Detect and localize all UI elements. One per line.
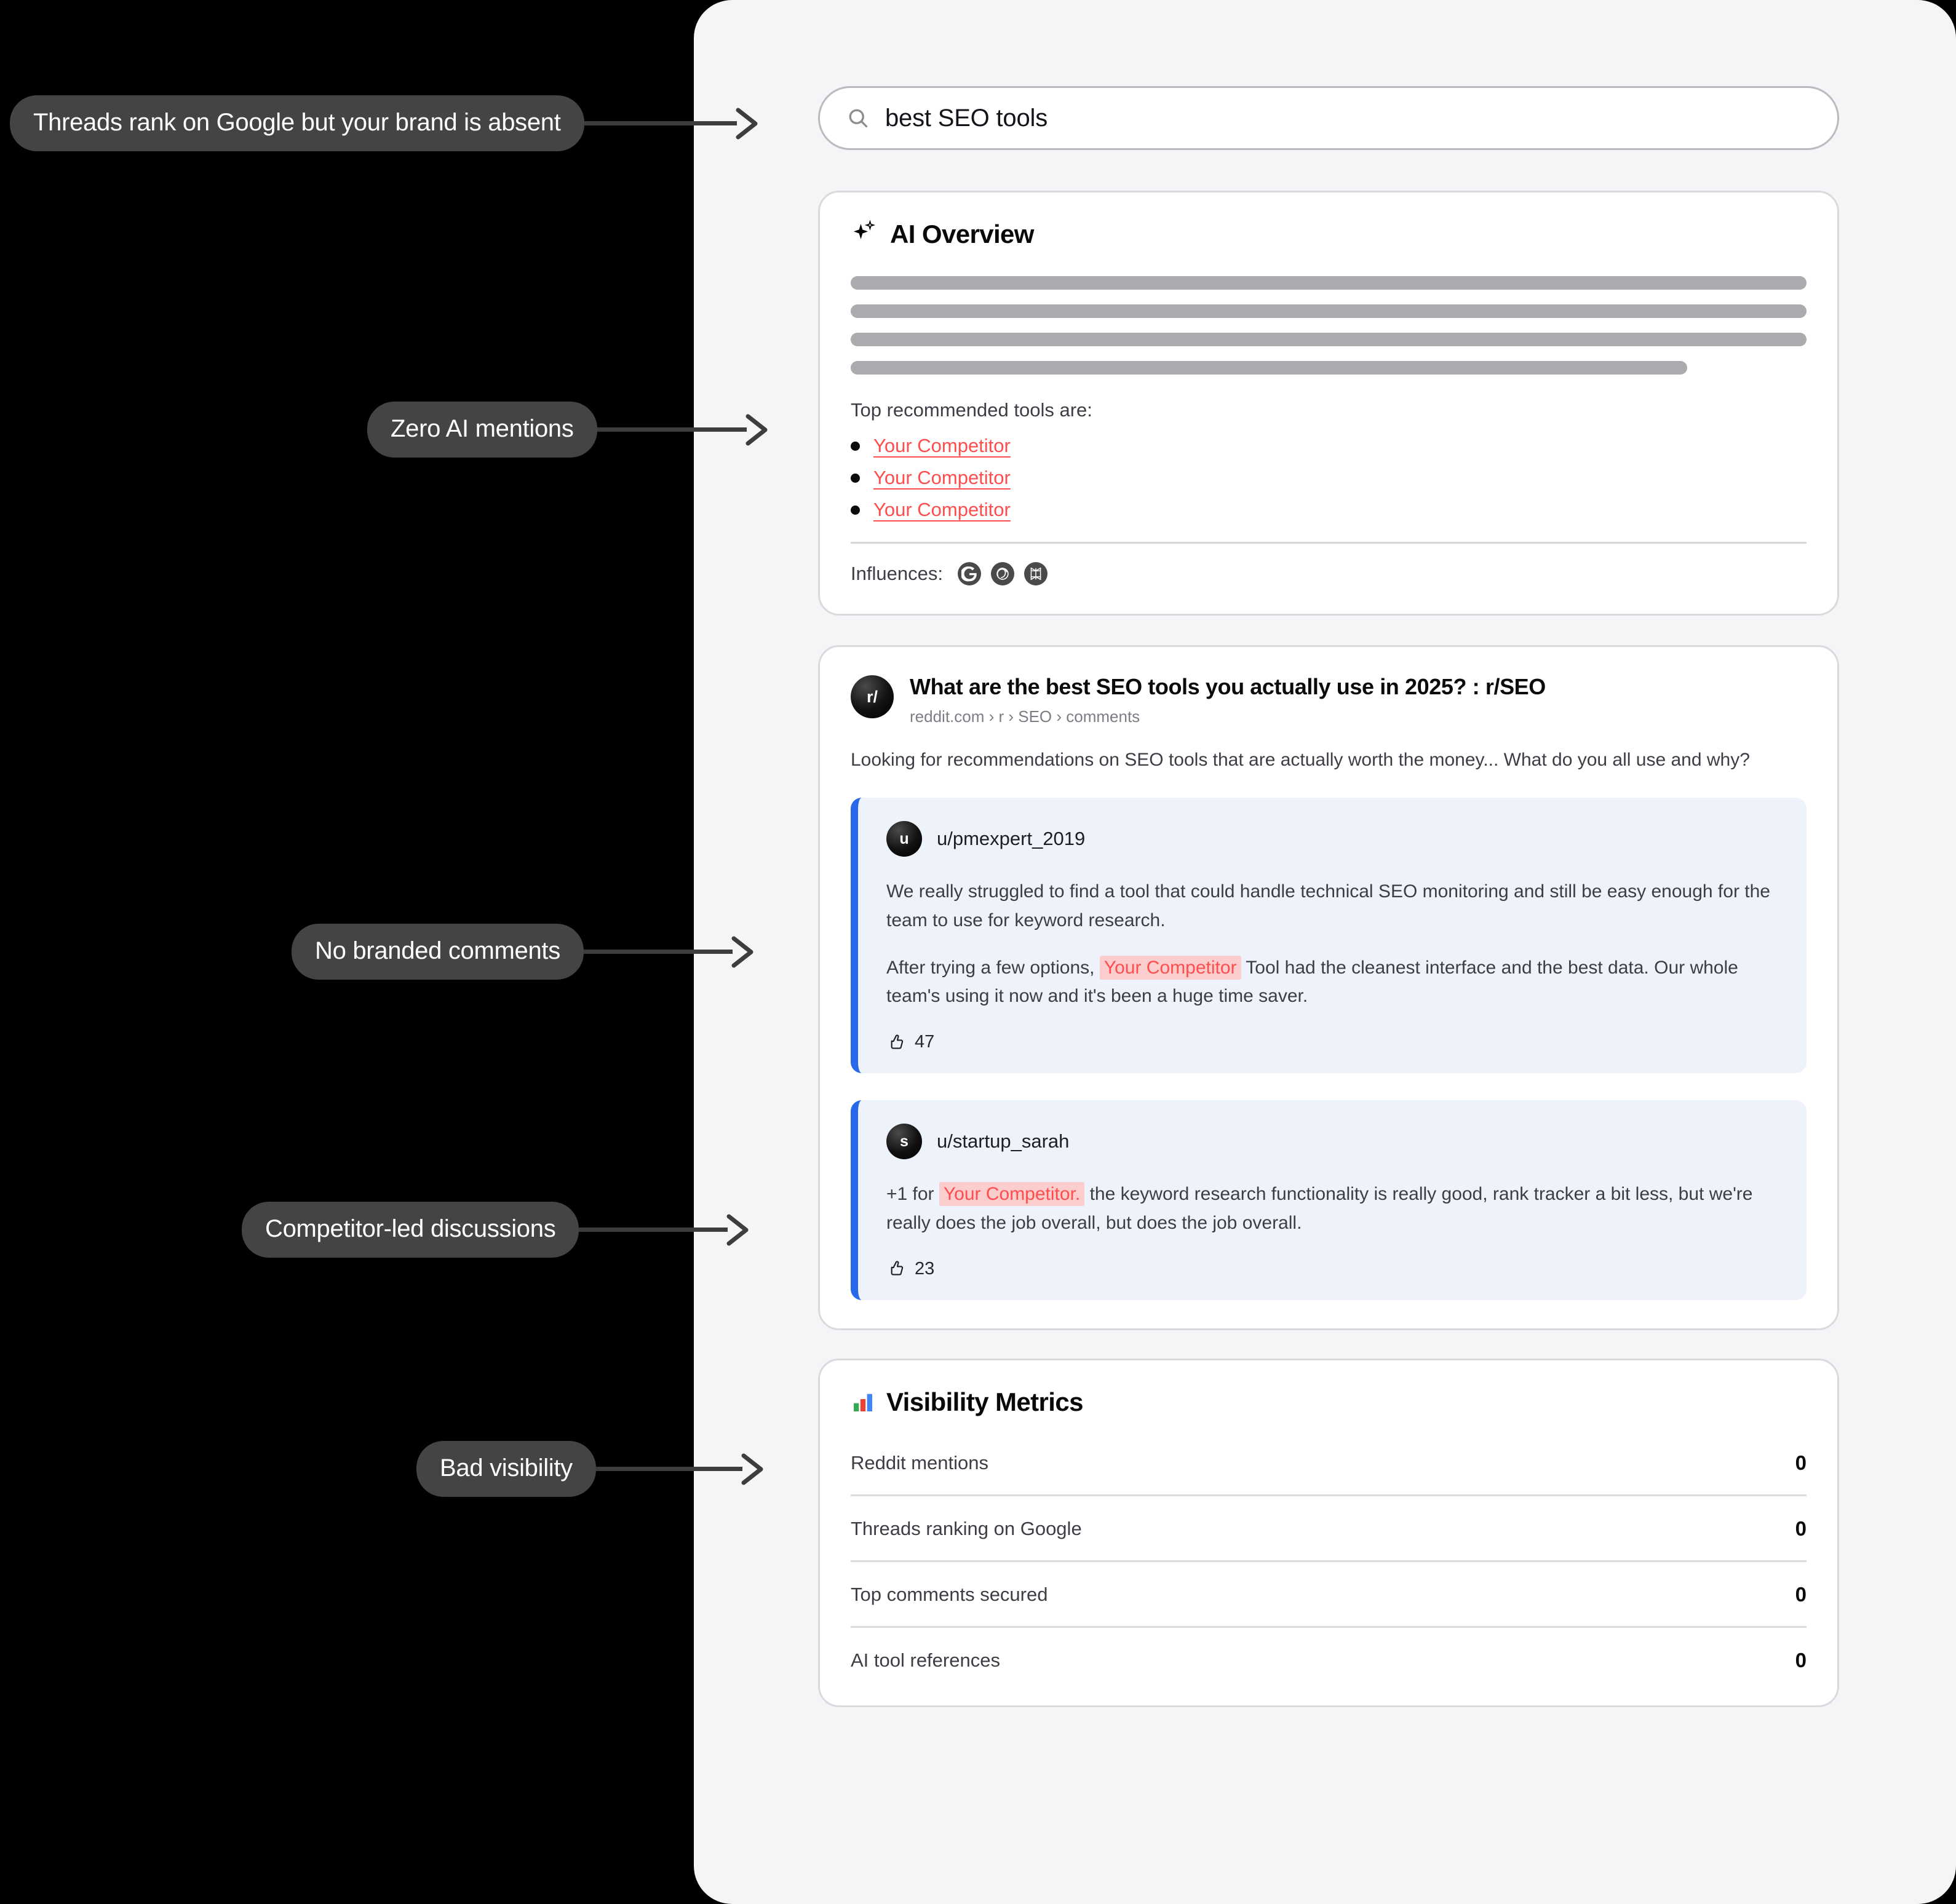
influences-label: Influences: xyxy=(851,563,943,584)
annotation-zero-ai-mentions: Zero AI mentions xyxy=(367,402,771,458)
comment-text-before: +1 for xyxy=(886,1184,939,1205)
comment-paragraph: +1 for Your Competitor. the keyword rese… xyxy=(886,1180,1778,1238)
arrow-head-icon xyxy=(740,1452,767,1486)
bar-chart-icon xyxy=(851,1390,875,1414)
skeleton-line xyxy=(851,276,1807,290)
leader-line xyxy=(579,1228,728,1232)
comment-text-after: the keyword research functionality is re… xyxy=(886,1184,1753,1233)
ai-overview-skeleton xyxy=(851,276,1807,375)
influences-row: Influences: xyxy=(851,562,1807,585)
reddit-header: r/ What are the best SEO tools you actua… xyxy=(851,674,1807,726)
reddit-result-card[interactable]: r/ What are the best SEO tools you actua… xyxy=(818,645,1839,1330)
metric-row: AI tool references 0 xyxy=(851,1628,1807,1677)
list-item: Your Competitor xyxy=(851,435,1807,457)
avatar: u xyxy=(886,821,922,857)
arrow-head-icon xyxy=(734,106,761,141)
list-item: Your Competitor xyxy=(851,467,1807,489)
ai-overview-recommendation-list: Your Competitor Your Competitor Your Com… xyxy=(851,435,1807,521)
competitor-highlight: Your Competitor. xyxy=(939,1182,1085,1207)
comment-username[interactable]: u/pmexpert_2019 xyxy=(937,828,1086,849)
leader-line xyxy=(583,950,733,954)
ai-overview-lead: Top recommended tools are: xyxy=(851,399,1092,421)
ai-overview-card: AI Overview Top recommended tools are: Y… xyxy=(818,191,1839,616)
annotation-label: No branded comments xyxy=(292,924,584,980)
visibility-metrics-title: Visibility Metrics xyxy=(886,1387,1083,1416)
avatar: s xyxy=(886,1124,922,1160)
google-icon[interactable] xyxy=(957,562,981,585)
comment-text-before: After trying a few options, xyxy=(886,957,1100,978)
annotation-label: Competitor-led discussions xyxy=(242,1202,579,1258)
bullet-dot xyxy=(851,441,860,451)
ai-overview-title: AI Overview xyxy=(890,220,1034,248)
sparkle-icon xyxy=(851,220,879,248)
breadcrumb: reddit.com › r › SEO › comments xyxy=(910,707,1140,726)
competitor-link[interactable]: Your Competitor xyxy=(873,435,1011,456)
subreddit-avatar: r/ xyxy=(851,675,894,718)
thumbs-up-icon xyxy=(886,1259,906,1279)
vote-number: 23 xyxy=(915,1258,935,1279)
reddit-post-snippet: Looking for recommendations on SEO tools… xyxy=(851,750,1750,770)
metric-value: 0 xyxy=(1795,1648,1807,1672)
leader-line xyxy=(597,427,747,432)
skeleton-line xyxy=(851,304,1807,318)
comment-paragraph: We really struggled to find a tool that … xyxy=(886,881,1770,930)
perplexity-icon[interactable] xyxy=(1024,562,1048,585)
metrics-list: Reddit mentions 0 Threads ranking on Goo… xyxy=(851,1430,1807,1677)
metric-value: 0 xyxy=(1795,1517,1807,1540)
reddit-comment: s u/startup_sarah +1 for Your Competitor… xyxy=(851,1100,1807,1300)
divider xyxy=(851,542,1807,544)
comment-vote-count[interactable]: 47 xyxy=(886,1032,1778,1052)
visibility-metrics-card: Visibility Metrics Reddit mentions 0 Thr… xyxy=(818,1358,1839,1707)
annotation-label: Threads rank on Google but your brand is… xyxy=(10,95,584,151)
metric-label: Top comments secured xyxy=(851,1583,1048,1605)
metric-row: Reddit mentions 0 xyxy=(851,1430,1807,1496)
vote-number: 47 xyxy=(915,1032,935,1052)
reddit-post-title[interactable]: What are the best SEO tools you actually… xyxy=(910,674,1546,699)
metric-label: Threads ranking on Google xyxy=(851,1517,1082,1539)
competitor-link[interactable]: Your Competitor xyxy=(873,467,1011,488)
arrow-head-icon xyxy=(730,935,757,969)
metric-value: 0 xyxy=(1795,1582,1807,1606)
annotation-threads-rank: Threads rank on Google but your brand is… xyxy=(10,95,761,151)
panel-content: best SEO tools AI Overview xyxy=(818,86,1839,1707)
openai-icon[interactable] xyxy=(990,562,1014,585)
reddit-comment: u u/pmexpert_2019 We really struggled to… xyxy=(851,798,1807,1074)
leader-line xyxy=(595,1467,742,1471)
search-icon xyxy=(847,107,869,129)
metric-label: Reddit mentions xyxy=(851,1451,989,1474)
competitor-highlight: Your Competitor xyxy=(1099,955,1241,980)
comment-vote-count[interactable]: 23 xyxy=(886,1259,1778,1279)
comment-text-after: Tool had the cleanest interface and the … xyxy=(886,957,1738,1007)
metric-row: Threads ranking on Google 0 xyxy=(851,1496,1807,1562)
comment-username[interactable]: u/startup_sarah xyxy=(937,1130,1070,1152)
metric-label: AI tool references xyxy=(851,1649,1000,1671)
comment-header: s u/startup_sarah xyxy=(886,1124,1778,1160)
bullet-dot xyxy=(851,505,860,515)
annotation-label: Bad visibility xyxy=(416,1441,596,1497)
annotation-label: Zero AI mentions xyxy=(367,402,597,458)
search-bar[interactable]: best SEO tools xyxy=(818,86,1839,150)
leader-line xyxy=(584,121,737,125)
thumbs-up-icon xyxy=(886,1033,906,1052)
competitor-link[interactable]: Your Competitor xyxy=(873,499,1011,520)
device-panel: best SEO tools AI Overview xyxy=(694,0,1956,1904)
metric-row: Top comments secured 0 xyxy=(851,1562,1807,1628)
comment-header: u u/pmexpert_2019 xyxy=(886,821,1778,857)
metric-value: 0 xyxy=(1795,1451,1807,1474)
ai-overview-header: AI Overview xyxy=(851,220,1807,249)
annotation-bad-visibility: Bad visibility xyxy=(416,1441,767,1497)
bullet-dot xyxy=(851,473,860,483)
arrow-head-icon xyxy=(725,1213,752,1247)
skeleton-line xyxy=(851,333,1807,346)
search-input-value[interactable]: best SEO tools xyxy=(885,104,1048,132)
visibility-metrics-header: Visibility Metrics xyxy=(851,1387,1807,1417)
annotation-competitor-led-discussions: Competitor-led discussions xyxy=(242,1202,752,1258)
skeleton-line xyxy=(851,361,1687,375)
arrow-head-icon xyxy=(744,413,771,447)
list-item: Your Competitor xyxy=(851,499,1807,521)
annotation-no-branded-comments: No branded comments xyxy=(292,924,757,980)
comment-paragraph: After trying a few options, Your Competi… xyxy=(886,954,1778,1012)
